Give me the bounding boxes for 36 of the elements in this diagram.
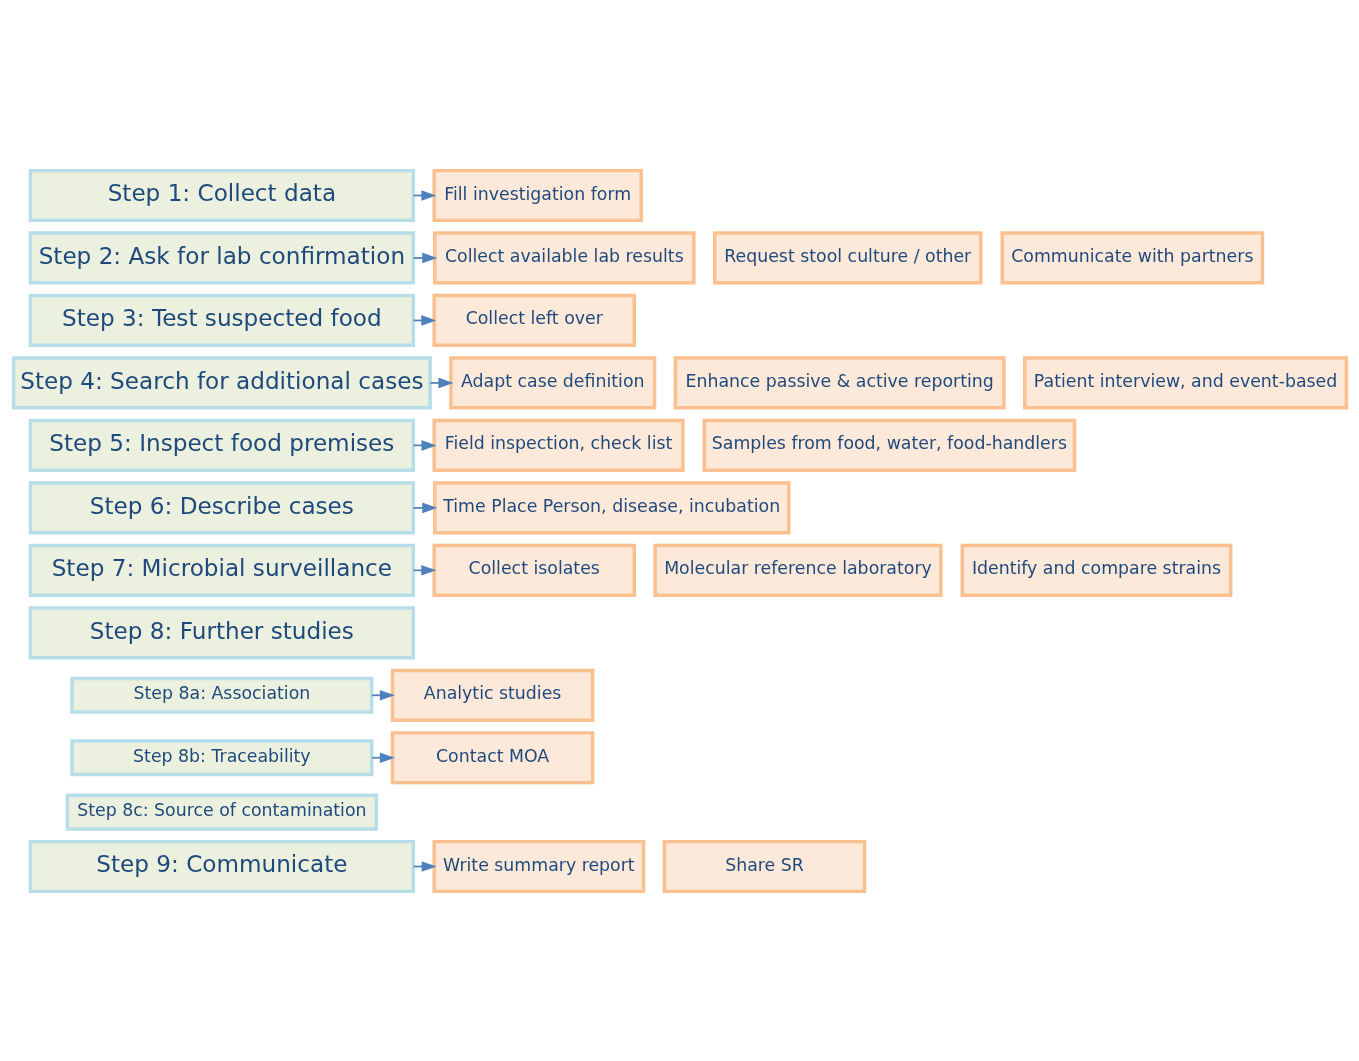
node-box: Enhance passive & active reporting <box>673 355 1006 410</box>
arrow <box>412 564 436 576</box>
node-box: Step 3: Test suspected food <box>28 293 415 347</box>
node-box: Step 4: Search for additional cases <box>11 355 432 410</box>
node-box: Molecular reference laboratory <box>652 543 943 597</box>
node-box: Step 2: Ask for lab confirmation <box>28 230 415 285</box>
node-box: Patient interview, and event-based <box>1022 355 1348 410</box>
node-box: Step 8: Further studies <box>28 605 415 659</box>
arrow <box>370 751 395 763</box>
node-box: Samples from food, water, food-handlers <box>702 418 1076 472</box>
arrow <box>412 502 437 513</box>
node-box: Contact MOA <box>390 730 594 784</box>
node-box: Step 7: Microbial surveillance <box>28 543 415 597</box>
node-box: Collect available lab results <box>432 230 696 285</box>
arrow <box>412 252 437 263</box>
arrow <box>428 377 453 388</box>
node-box: Fill investigation form <box>431 168 643 222</box>
node-box: Write summary report <box>431 839 645 893</box>
node-box: Collect isolates <box>431 543 636 597</box>
node-box: Collect left over <box>431 293 636 347</box>
node-box: Step 6: Describe cases <box>28 480 415 534</box>
node-box: Step 5: Inspect food premises <box>28 418 415 472</box>
node-box: Step 8a: Association <box>69 676 373 714</box>
node-box: Step 1: Collect data <box>28 168 415 222</box>
node-box: Analytic studies <box>390 668 594 722</box>
node-box: Step 8b: Traceability <box>69 738 373 776</box>
node-box: Time Place Person, disease, incubation <box>432 480 790 534</box>
node-box: Share SR <box>662 839 866 893</box>
node-box: Identify and compare strains <box>960 543 1232 597</box>
node-box: Field inspection, check list <box>431 418 685 472</box>
node-box: Step 9: Communicate <box>28 839 415 893</box>
node-box: Step 8c: Source of contamination <box>65 793 378 831</box>
arrow <box>370 689 395 701</box>
node-box: Request stool culture / other <box>712 230 983 285</box>
node-box: Adapt case definition <box>448 355 656 410</box>
node-box: Communicate with partners <box>999 230 1264 285</box>
